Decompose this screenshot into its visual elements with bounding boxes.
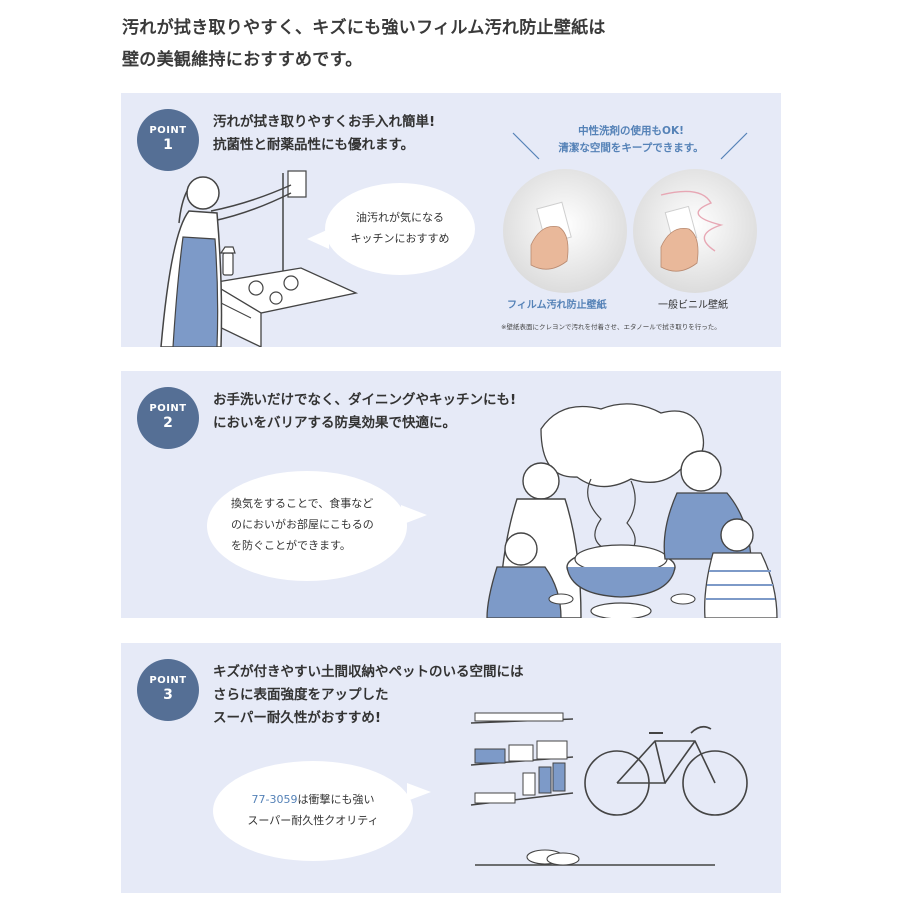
- point-1-bubble-tail: [307, 229, 329, 249]
- headline: 汚れが拭き取りやすく、キズにも強いフィルム汚れ防止壁紙は 壁の美観維持におすすめ…: [122, 12, 802, 76]
- point-2-title: お手洗いだけでなく、ダイニングやキッチンにも! においをバリアする防臭効果で快適…: [213, 389, 516, 435]
- headline-line2: 壁の美観維持におすすめです。: [122, 50, 363, 70]
- point-3-panel: POINT 3 キズが付きやすい土間収納やペットのいる空間には さらに表面強度を…: [121, 643, 781, 893]
- point-1-note-line2: 清潔な空間をキープできます。: [558, 142, 704, 154]
- badge-number: 2: [163, 415, 173, 431]
- family-dining-illustration: [486, 403, 778, 618]
- point-2-bubble-line1: 換気をすることで、食事など: [231, 497, 374, 510]
- wallpaper-comparison-illustration: [503, 169, 757, 293]
- badge-word: POINT: [149, 403, 187, 414]
- point-2-bubble-line2: のにおいがお部屋にこもるの: [231, 518, 374, 531]
- point-2-bubble-line3: を防ぐことができます。: [231, 539, 351, 552]
- point-3-title: キズが付きやすい土間収納やペットのいる空間には さらに表面強度をアップした スー…: [213, 661, 524, 730]
- point-1-fine-print: ※壁紙表面にクレヨンで汚れを付着させ、エタノールで拭き取りを行った。: [501, 323, 721, 331]
- point-3-bubble: [213, 761, 413, 861]
- point-2-bubble-tail: [401, 505, 427, 525]
- headline-line1: 汚れが拭き取りやすく、キズにも強いフィルム汚れ防止壁紙は: [122, 18, 606, 38]
- point-1-title-line1: 汚れが拭き取りやすくお手入れ簡単!: [213, 114, 436, 130]
- point-3-title-line2: さらに表面強度をアップした: [213, 687, 389, 703]
- caption-vinyl-wallpaper: 一般ビニル壁紙: [658, 300, 728, 311]
- point-1-badge: POINT 1: [137, 109, 199, 171]
- note-decoration-lines: [512, 132, 748, 160]
- point-1-note-line1: 中性洗剤の使用もOK!: [578, 125, 684, 137]
- point-3-title-line3: スーパー耐久性がおすすめ!: [213, 710, 382, 726]
- point-3-bubble-line2: スーパー耐久性クオリティ: [247, 814, 379, 827]
- caption-film-wallpaper: フィルム汚れ防止壁紙: [507, 300, 607, 311]
- kitchen-cleaning-illustration: [160, 170, 359, 347]
- point-1-bubble: [325, 183, 475, 275]
- point-3-bubble-tail: [407, 783, 431, 801]
- badge-word: POINT: [149, 675, 187, 686]
- point-2-badge: POINT 2: [137, 387, 199, 449]
- badge-number: 3: [163, 687, 173, 703]
- point-2-bubble: [207, 471, 407, 581]
- badge-word: POINT: [149, 125, 187, 136]
- badge-number: 1: [163, 137, 173, 153]
- point-2-panel: POINT 2 お手洗いだけでなく、ダイニングやキッチンにも! においをバリアす…: [121, 371, 781, 618]
- product-code: 77-3059: [251, 793, 298, 806]
- point-2-bubble-text: 換気をすることで、食事など のにおいがお部屋にこもるの を防ぐことができます。: [217, 493, 397, 556]
- point-3-bubble-text: 77-3059は衝撃にも強い スーパー耐久性クオリティ: [213, 789, 413, 831]
- point-3-bubble-line1: 77-3059は衝撃にも強い: [213, 789, 413, 810]
- point-1-title-line2: 抗菌性と耐薬品性にも優れます。: [213, 137, 415, 153]
- point-1-title: 汚れが拭き取りやすくお手入れ簡単! 抗菌性と耐薬品性にも優れます。: [213, 111, 435, 157]
- point-3-title-line1: キズが付きやすい土間収納やペットのいる空間には: [213, 664, 524, 680]
- point-3-bubble-line1-rest: は衝撃にも強い: [297, 793, 375, 806]
- entrance-storage-bicycle-illustration: [470, 712, 748, 866]
- point-3-badge: POINT 3: [137, 659, 199, 721]
- point-1-bubble-line2: キッチンにおすすめ: [350, 232, 450, 245]
- point-1-panel: POINT 1 汚れが拭き取りやすくお手入れ簡単! 抗菌性と耐薬品性にも優れます…: [121, 93, 781, 347]
- point-2-title-line2: においをバリアする防臭効果で快適に。: [213, 415, 456, 431]
- point-1-note: 中性洗剤の使用もOK! 清潔な空間をキープできます。: [521, 123, 741, 157]
- point-1-bubble-line1: 油汚れが気になる: [356, 211, 444, 224]
- point-1-bubble-text: 油汚れが気になる キッチンにおすすめ: [325, 207, 475, 249]
- point-2-title-line1: お手洗いだけでなく、ダイニングやキッチンにも!: [213, 392, 517, 408]
